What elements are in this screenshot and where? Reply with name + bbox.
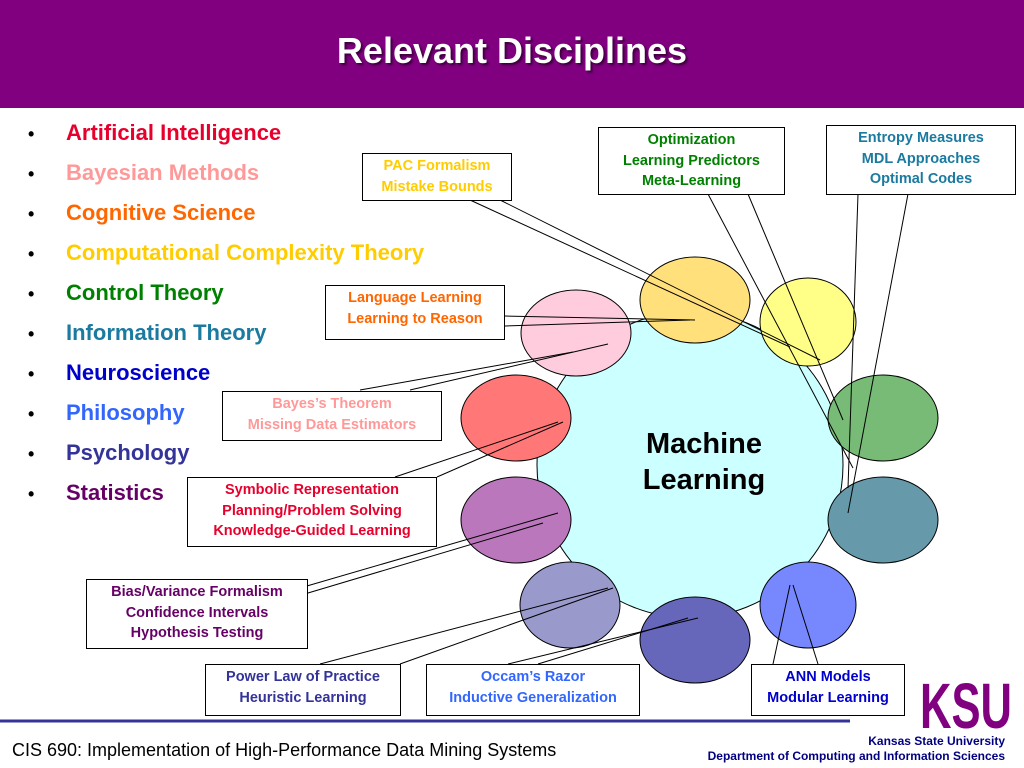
box-power-line-1: Power Law of Practice <box>226 669 380 685</box>
bullet-icon: • <box>28 404 35 424</box>
discipline-item: • Cognitive Science <box>28 197 424 237</box>
box-occam-line-2: Inductive Generalization <box>449 689 617 706</box>
box-power-line-2: Heuristic Learning <box>239 689 367 706</box>
box-occams-razor: Occam’s Razor Inductive Generalization <box>426 664 640 716</box>
box-language-line-2: Learning to Reason <box>347 310 483 327</box>
discipline-label: Philosophy <box>66 400 185 425</box>
discipline-label: Control Theory <box>66 280 224 305</box>
title-bar <box>0 0 1024 108</box>
center-line-1: Machine <box>645 428 763 460</box>
box-pac-line-1: PAC Formalism <box>383 158 491 174</box>
bullet-icon: • <box>28 364 35 384</box>
box-entropy-measures: Entropy Measures MDL Approaches Optimal … <box>826 125 1016 195</box>
discipline-label: Bayesian Methods <box>66 160 260 185</box>
discipline-circle-artificial-intelligence <box>460 374 572 462</box>
box-bayes-line-2: Missing Data Estimators <box>247 416 417 433</box>
box-optimization-line-2: Learning Predictors <box>623 152 760 169</box>
slide-title: Relevant Disciplines <box>336 30 688 71</box>
box-bias-line-2: Confidence Intervals <box>125 604 269 621</box>
box-optimization: Optimization Learning Predictors Meta-Le… <box>598 127 785 195</box>
machine-learning-label: Machine Learning <box>604 426 804 498</box>
discipline-circle-neuroscience <box>827 476 939 564</box>
discipline-label: Information Theory <box>66 320 267 345</box>
svg-text:KSU: KSU <box>920 670 1012 736</box>
discipline-label: Artificial Intelligence <box>66 120 282 145</box>
discipline-circle-philosophy <box>759 561 857 649</box>
box-bias-line-1: Bias/Variance Formalism <box>111 584 283 600</box>
discipline-circle-statistics-overlap <box>519 561 621 649</box>
discipline-item: • Computational Complexity Theory <box>28 237 424 277</box>
box-bayes-line-1: Bayes’s Theorem <box>272 396 392 412</box>
discipline-item: • Philosophy <box>28 397 424 437</box>
box-symbolic-line-1: Symbolic Representation <box>224 482 400 498</box>
discipline-circle-computational-complexity <box>639 256 751 344</box>
box-pac-line-2: Mistake Bounds <box>381 178 493 195</box>
discipline-list: • Artificial Intelligence • Bayesian Metho… <box>28 117 424 517</box>
discipline-item: • Information Theory <box>28 317 424 357</box>
discipline-item: • Statistics <box>28 477 424 517</box>
discipline-circle-information-theory <box>827 374 939 462</box>
bullet-icon: • <box>28 204 35 224</box>
bullet-icon: • <box>28 164 35 184</box>
box-language-learning: Language Learning Learning to Reason <box>325 285 505 340</box>
course-footer: CIS 690: Implementation of High-Performa… <box>12 740 557 760</box>
discipline-item: • Bayesian Methods <box>28 157 424 197</box>
bullet-icon: • <box>28 284 35 304</box>
discipline-label: Psychology <box>66 440 190 465</box>
discipline-circle-statistics <box>460 476 572 564</box>
box-optimization-line-1: Optimization <box>647 132 736 148</box>
university-name: Kansas State University <box>868 734 1005 748</box>
box-pac-formalism: PAC Formalism Mistake Bounds <box>362 153 512 201</box>
box-bayes-theorem: Bayes’s Theorem Missing Data Estimators <box>222 391 442 441</box>
box-optimization-line-3: Meta-Learning <box>641 173 742 189</box>
ksu-logo: KSU <box>920 670 1013 737</box>
box-bias-line-3: Hypothesis Testing <box>130 625 264 641</box>
discipline-circle-psychology <box>639 596 751 684</box>
box-language-line-1: Language Learning <box>348 290 482 306</box>
bullet-icon: • <box>28 444 35 464</box>
discipline-circle-control-theory <box>759 277 857 367</box>
box-ann-models: ANN Models Modular Learning <box>751 664 905 716</box>
discipline-item: • Neuroscience <box>28 357 424 397</box>
bullet-icon: • <box>28 124 35 144</box>
discipline-label: Computational Complexity Theory <box>66 240 425 265</box>
box-occam-line-1: Occam’s Razor <box>480 669 586 685</box>
bullet-icon: • <box>28 324 35 344</box>
bullet-icon: • <box>28 484 35 504</box>
connector-lines <box>299 193 909 665</box>
discipline-item: • Psychology <box>28 437 424 477</box>
box-power-law: Power Law of Practice Heuristic Learning <box>205 664 401 716</box>
box-entropy-line-2: MDL Approaches <box>861 150 981 167</box>
discipline-item: • Artificial Intelligence <box>28 117 424 157</box>
box-ann-line-1: ANN Models <box>785 669 871 685</box>
box-bias-variance: Bias/Variance Formalism Confidence Inter… <box>86 579 308 649</box>
box-ann-line-2: Modular Learning <box>767 689 889 706</box>
discipline-item: • Control Theory <box>28 277 424 317</box>
discipline-label: Statistics <box>66 480 164 505</box>
box-symbolic-representation: Symbolic Representation Planning/Problem… <box>187 477 437 547</box>
box-entropy-line-1: Entropy Measures <box>858 130 984 146</box>
discipline-label: Neuroscience <box>66 360 211 385</box>
bullet-icon: • <box>28 244 35 264</box>
department-name: Department of Computing and Information … <box>707 749 1005 763</box>
box-symbolic-line-2: Planning/Problem Solving <box>222 502 402 519</box>
box-symbolic-line-3: Knowledge-Guided Learning <box>213 523 411 539</box>
box-entropy-line-3: Optimal Codes <box>869 171 973 187</box>
discipline-label: Cognitive Science <box>66 200 256 225</box>
discipline-circle-bayesian-methods <box>520 289 632 377</box>
center-line-2: Learning <box>642 464 766 496</box>
